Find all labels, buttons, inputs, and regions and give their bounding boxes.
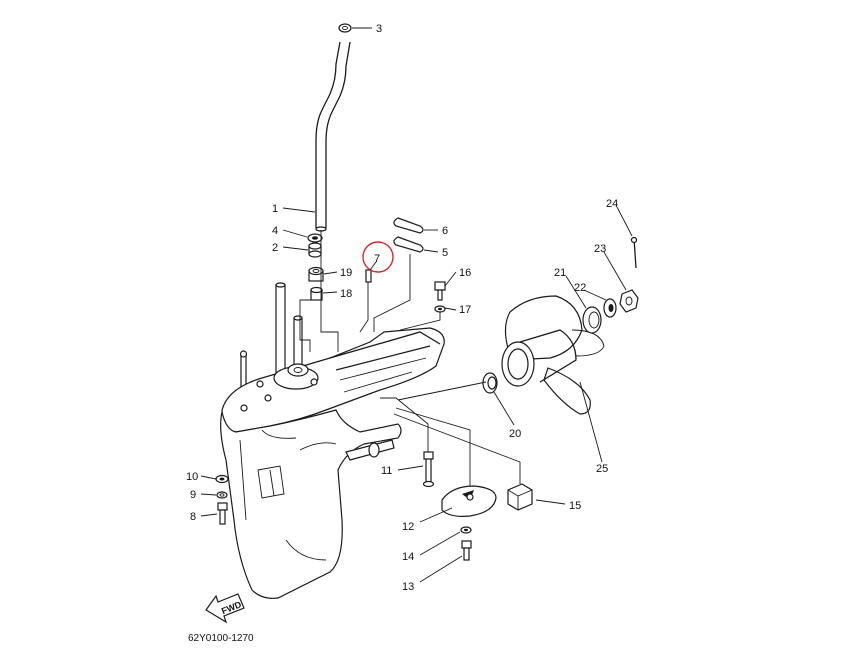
label-8: 8 <box>190 511 196 523</box>
seal-19 <box>308 266 324 282</box>
bolt-13 <box>461 540 472 561</box>
label-21: 21 <box>554 267 566 279</box>
bolt-16 <box>434 281 446 301</box>
label-23: 23 <box>594 243 606 255</box>
label-12: 12 <box>402 521 414 533</box>
label-9: 9 <box>190 489 196 501</box>
bolt-11 <box>422 451 435 488</box>
label-13: 13 <box>402 581 414 593</box>
label-14: 14 <box>402 551 414 563</box>
spacer-21 <box>582 306 602 334</box>
grommet-2 <box>308 242 322 258</box>
label-20: 20 <box>509 428 521 440</box>
label-19: 19 <box>340 267 352 279</box>
washer-9 <box>216 491 228 499</box>
label-2: 2 <box>272 242 278 254</box>
castle-nut-23 <box>619 289 639 313</box>
label-6: 6 <box>442 225 448 237</box>
label-7: 7 <box>374 253 380 265</box>
washer-10 <box>215 474 229 484</box>
label-22: 22 <box>574 282 586 294</box>
rubber-seal-5 <box>393 236 424 253</box>
washer-22 <box>603 298 617 318</box>
bolt-8 <box>217 502 228 525</box>
anode-12 <box>441 485 497 517</box>
propeller-25 <box>501 295 605 415</box>
label-10: 10 <box>186 471 198 483</box>
label-25: 25 <box>596 463 608 475</box>
label-17: 17 <box>459 304 471 316</box>
grommet-3 <box>338 23 352 33</box>
label-18: 18 <box>340 288 352 300</box>
water-tube <box>315 41 351 232</box>
washer-14 <box>460 526 472 534</box>
lower-unit-housing <box>220 282 445 599</box>
washer-17 <box>434 305 446 313</box>
highlight-circle <box>362 241 394 273</box>
washer-4 <box>307 233 323 243</box>
label-4: 4 <box>272 225 278 237</box>
label-3: 3 <box>376 23 382 35</box>
leader-lines <box>200 27 633 583</box>
anode-block-15 <box>507 483 533 511</box>
drawing-code: 62Y0100-1270 <box>188 633 254 644</box>
label-16: 16 <box>459 267 471 279</box>
label-1: 1 <box>272 203 278 215</box>
label-15: 15 <box>569 500 581 512</box>
label-24: 24 <box>606 198 618 210</box>
rubber-seal-6 <box>393 217 424 234</box>
label-11: 11 <box>381 465 392 477</box>
thrust-washer-20 <box>482 372 498 394</box>
cotter-pin-24 <box>630 236 638 269</box>
label-5: 5 <box>442 247 448 259</box>
fwd-direction-arrow: FWD <box>205 593 245 624</box>
bushing-18 <box>310 286 323 301</box>
dowel-pin-7 <box>365 269 372 283</box>
part-labels: 1 2 3 4 5 6 7 8 9 10 11 12 13 14 15 16 1… <box>186 23 618 593</box>
